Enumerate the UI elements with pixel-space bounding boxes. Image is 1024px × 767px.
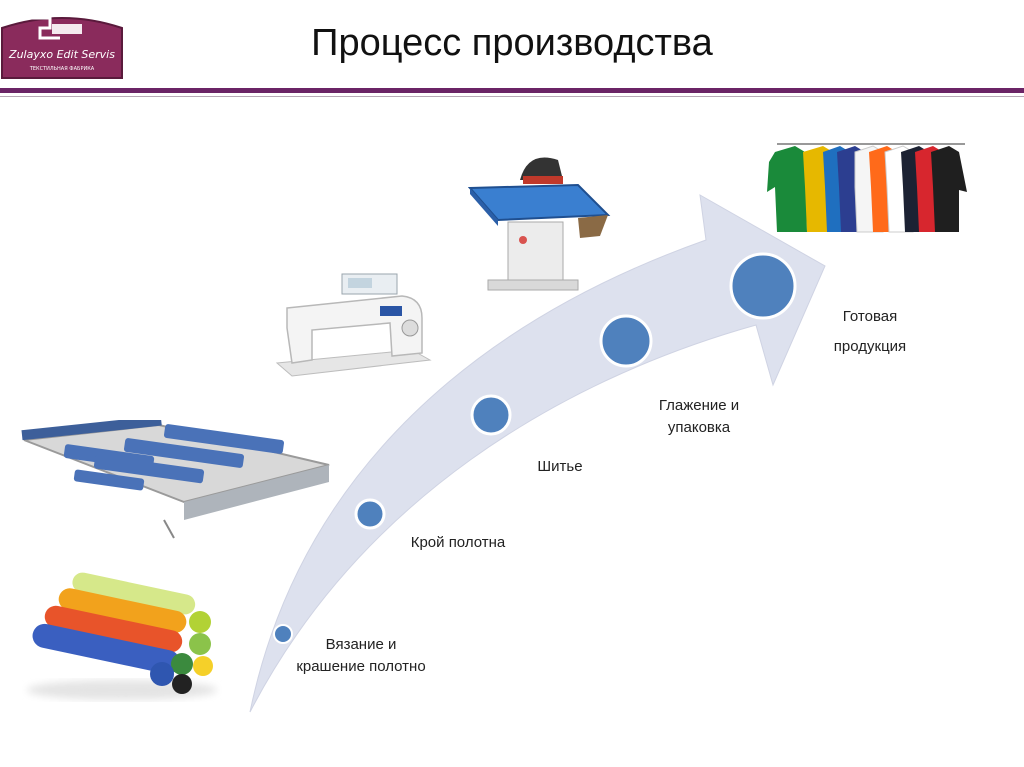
company-logo: Zulayxo Edit Servis ТЕКСТИЛЬНАЯ ФАБРИКА — [0, 8, 124, 80]
sewing-machine-logo-icon — [30, 16, 60, 40]
step-circle-4 — [599, 314, 653, 368]
tshirts-image — [767, 143, 967, 233]
step-label-sewing: Шитье — [537, 458, 583, 475]
step-circle-5 — [729, 252, 797, 320]
svg-text:Zulayxo Edit Servis: Zulayxo Edit Servis — [8, 48, 115, 61]
iron-icon — [520, 157, 563, 180]
step-label-cutting: Крой полотна — [410, 534, 506, 551]
page-title: Процесс производства — [311, 22, 713, 64]
svg-text:ТЕКСТИЛЬНАЯ ФАБРИКА: ТЕКСТИЛЬНАЯ ФАБРИКА — [29, 66, 95, 72]
step-circle-2 — [354, 498, 386, 530]
fabric-rolls-image — [27, 572, 217, 700]
juki-brand-label — [380, 306, 402, 316]
ironing-table-image — [468, 157, 611, 291]
title-divider — [0, 88, 1024, 93]
sewing-machine-image — [275, 273, 432, 377]
cutting-table-image — [21, 420, 330, 539]
title-divider-thin — [0, 96, 1024, 97]
step-circle-1 — [273, 624, 293, 644]
step-circle-3 — [470, 394, 512, 436]
process-arrow — [249, 194, 826, 713]
